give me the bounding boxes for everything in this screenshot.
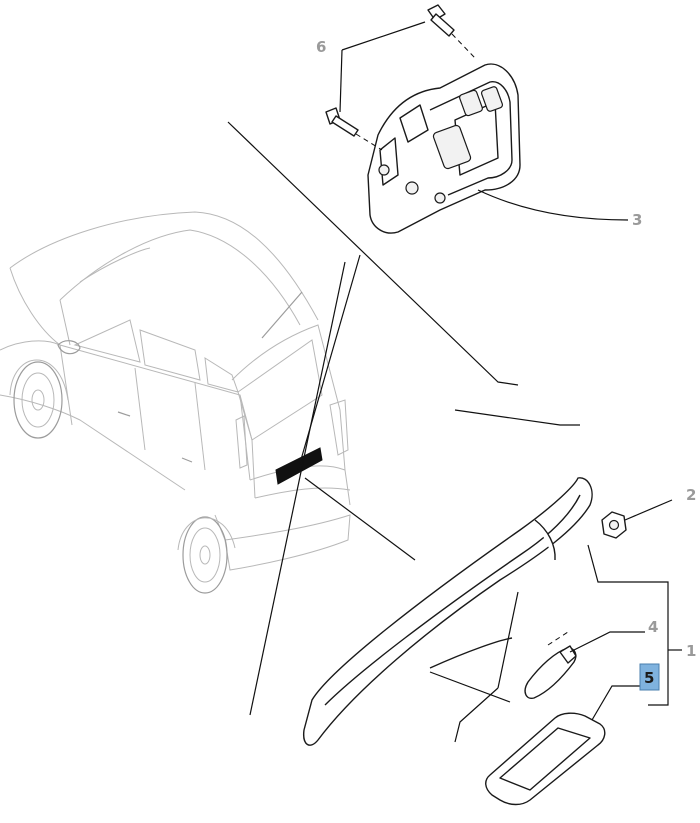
guide-lines	[227, 121, 580, 716]
callout-label-3: 3	[632, 211, 642, 229]
tailgate-trim-part	[303, 477, 593, 746]
nut-part	[601, 511, 627, 539]
car-illustration	[0, 211, 351, 594]
callout-labels: 6 3 2 1 4 5	[316, 38, 696, 691]
lock-mechanism-part	[367, 63, 521, 234]
callout-label-2: 2	[686, 486, 696, 504]
callout-label-6: 6	[316, 38, 326, 56]
bulb-part	[524, 631, 577, 699]
callout-label-5: 5	[644, 669, 654, 687]
callout-5-highlight-box	[639, 663, 660, 691]
callout-label-1: 1	[686, 642, 696, 660]
callout-label-4: 4	[648, 618, 658, 636]
screw-parts	[325, 4, 476, 151]
callout-leaders	[339, 21, 682, 743]
lens-cover-part	[485, 712, 606, 806]
